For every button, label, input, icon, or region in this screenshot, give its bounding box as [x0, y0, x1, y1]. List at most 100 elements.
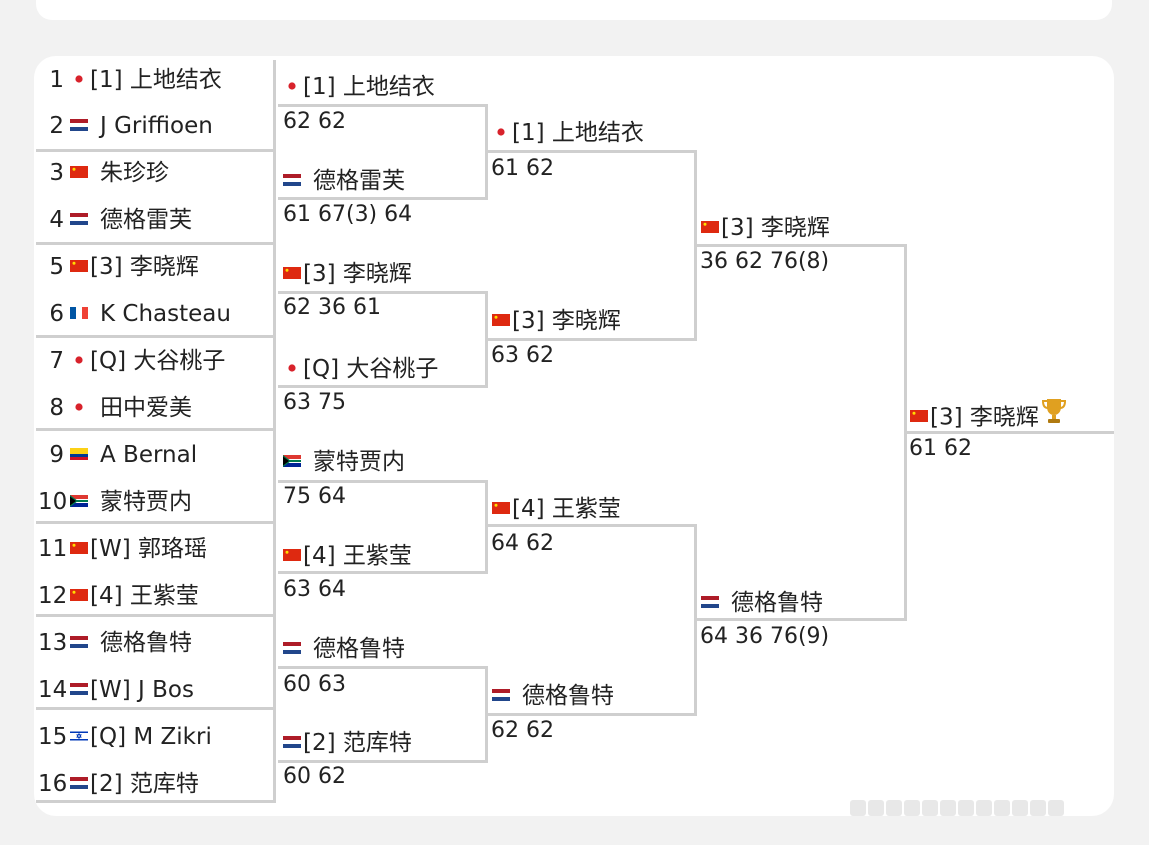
draw-position: 5 — [49, 254, 64, 280]
player-name: 朱珍珍 — [100, 160, 169, 186]
china-flag-icon — [70, 254, 90, 280]
china-flag-icon — [283, 261, 303, 287]
draw-position: 16 — [38, 771, 68, 797]
bracket-line — [694, 150, 697, 341]
netherlands-flag-icon — [283, 636, 303, 662]
france-flag-icon — [70, 301, 90, 327]
second-round-player: [3] 李晓辉 — [283, 259, 412, 289]
player-name: [1] 上地结衣 — [512, 120, 644, 146]
china-flag-icon — [70, 583, 90, 609]
netherlands-flag-icon — [701, 590, 721, 616]
player-name: [3] 李晓辉 — [930, 404, 1039, 431]
watermark-block — [976, 800, 992, 816]
bracket-line — [278, 197, 487, 200]
watermark-block — [1048, 800, 1064, 816]
china-flag-icon — [70, 536, 90, 562]
match-score: 60 63 — [283, 672, 346, 697]
watermark-block — [994, 800, 1010, 816]
china-flag-icon — [701, 215, 721, 241]
colombia-flag-icon — [70, 442, 90, 468]
netherlands-flag-icon — [70, 771, 90, 797]
second-round-player: [2] 范库特 — [283, 728, 412, 758]
player-name: A Bernal — [100, 442, 198, 468]
match-score: 62 62 — [491, 718, 554, 743]
match-score: 61 67(3) 64 — [283, 202, 413, 227]
draw-position: 10 — [38, 489, 68, 515]
china-flag-icon — [70, 160, 90, 186]
bracket-line — [487, 524, 696, 527]
match-score: 61 62 — [909, 436, 972, 461]
bracket-line — [487, 713, 696, 716]
netherlands-flag-icon — [70, 677, 90, 703]
trophy-icon — [1041, 397, 1067, 433]
match-score: 62 62 — [283, 109, 346, 134]
south-africa-flag-icon — [283, 449, 303, 475]
player-name: 德格鲁特 — [522, 683, 614, 709]
draw-position: 15 — [38, 724, 68, 750]
semifinal-player: 德格鲁特 — [701, 588, 823, 618]
first-round-player: 12[4] 王紫莹 — [38, 581, 199, 611]
bracket-line — [694, 524, 697, 716]
first-round-match-box — [36, 152, 276, 245]
match-score: 63 64 — [283, 577, 346, 602]
first-round-player: 4 德格雷芙 — [38, 205, 192, 235]
second-round-player: 德格鲁特 — [283, 634, 405, 664]
second-round-player: [4] 王紫莹 — [283, 541, 412, 571]
china-flag-icon — [910, 405, 930, 431]
south-africa-flag-icon — [70, 489, 90, 515]
japan-flag-icon — [70, 395, 90, 421]
watermark-block — [940, 800, 956, 816]
top-card — [36, 0, 1112, 20]
player-name: [3] 李晓辉 — [721, 215, 830, 241]
bracket-line — [696, 618, 906, 621]
player-name: [3] 李晓辉 — [512, 308, 621, 334]
player-name: [Q] M Zikri — [90, 724, 212, 750]
third-round-player: [4] 王紫莹 — [492, 494, 621, 524]
second-round-player: 德格雷芙 — [283, 166, 405, 196]
bracket-line — [278, 760, 487, 763]
bracket-card — [34, 56, 1114, 816]
draw-position: 12 — [38, 583, 68, 609]
player-name: 德格雷芙 — [100, 207, 192, 233]
draw-position: 14 — [38, 677, 68, 703]
player-name: [Q] 大谷桃子 — [90, 348, 226, 374]
draw-position: 4 — [49, 207, 64, 233]
japan-flag-icon — [283, 74, 303, 100]
player-name: 德格鲁特 — [100, 630, 192, 656]
watermark-block — [868, 800, 884, 816]
first-round-match-box — [36, 617, 276, 710]
player-name: 蒙特贾内 — [313, 449, 405, 475]
china-flag-icon — [283, 543, 303, 569]
watermark-block — [904, 800, 920, 816]
bracket-line — [696, 244, 906, 247]
player-name: J Griffioen — [100, 113, 213, 139]
player-name: 德格鲁特 — [313, 636, 405, 662]
first-round-player: 14 [W] J Bos — [38, 675, 194, 705]
japan-flag-icon — [283, 356, 303, 382]
third-round-player: [3] 李晓辉 — [492, 306, 621, 336]
player-name: 德格雷芙 — [313, 168, 405, 194]
watermark-block — [850, 800, 866, 816]
bracket-line — [487, 338, 696, 341]
netherlands-flag-icon — [283, 730, 303, 756]
watermark-block — [1012, 800, 1028, 816]
second-round-player: [Q] 大谷桃子 — [283, 354, 438, 384]
player-name: [3] 李晓辉 — [303, 261, 412, 287]
match-score: 62 36 61 — [283, 295, 381, 320]
second-round-player: 蒙特贾内 — [283, 447, 405, 477]
player-name: [W] J Bos — [90, 677, 194, 703]
first-round-match-box — [36, 245, 276, 338]
bracket-line — [906, 431, 1114, 434]
bracket-line — [278, 571, 487, 574]
match-score: 64 62 — [491, 531, 554, 556]
match-score: 75 64 — [283, 484, 346, 509]
player-name: [1] 上地结衣 — [90, 67, 222, 93]
match-score: 60 62 — [283, 764, 346, 789]
